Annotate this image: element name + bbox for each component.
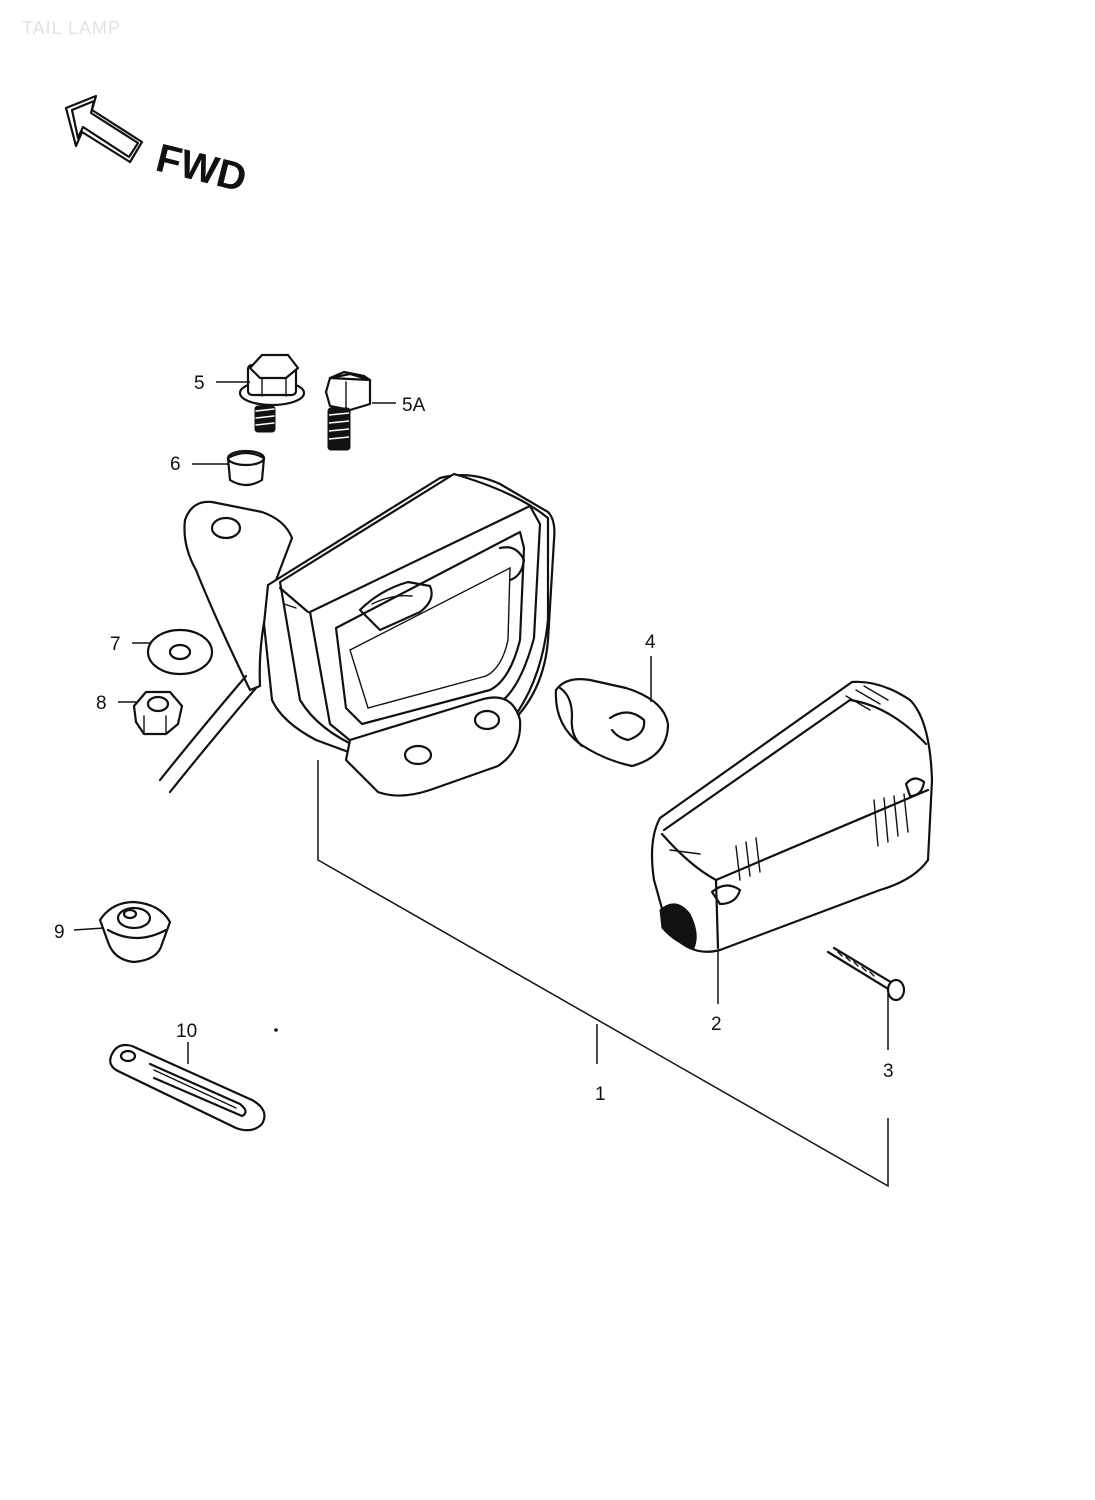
lens-part-2 [650,680,934,953]
callout-3: 3 [883,1061,894,1082]
band-part-10 [109,1043,266,1132]
leader-lines [73,381,889,1064]
callout-1: 1 [595,1084,606,1105]
nut-part-8 [132,690,184,736]
callout-2: 2 [711,1014,722,1035]
forward-arrow-icon [64,94,144,164]
bolt-part-5 [238,353,306,433]
collar-part-6 [226,449,266,487]
callout-4: 4 [645,632,656,653]
screw-part-3 [826,946,906,1002]
grommet-part-9 [98,900,172,964]
assembly-lines [317,760,889,1188]
callout-6: 6 [170,454,181,475]
callout-5: 5 [194,373,205,394]
callout-9: 9 [54,922,65,943]
callout-7: 7 [110,634,121,655]
callout-8: 8 [96,693,107,714]
fwd-label: FWD [152,136,251,201]
speck [274,1028,278,1032]
callout-10: 10 [176,1021,197,1042]
washer-part-7 [146,628,214,676]
callout-5a: 5A [402,395,426,416]
bolt-part-5a [324,370,372,451]
page-title: TAIL LAMP [22,18,122,38]
lamp-housing-part-1 [158,472,556,797]
bulb-part-4 [554,678,670,768]
